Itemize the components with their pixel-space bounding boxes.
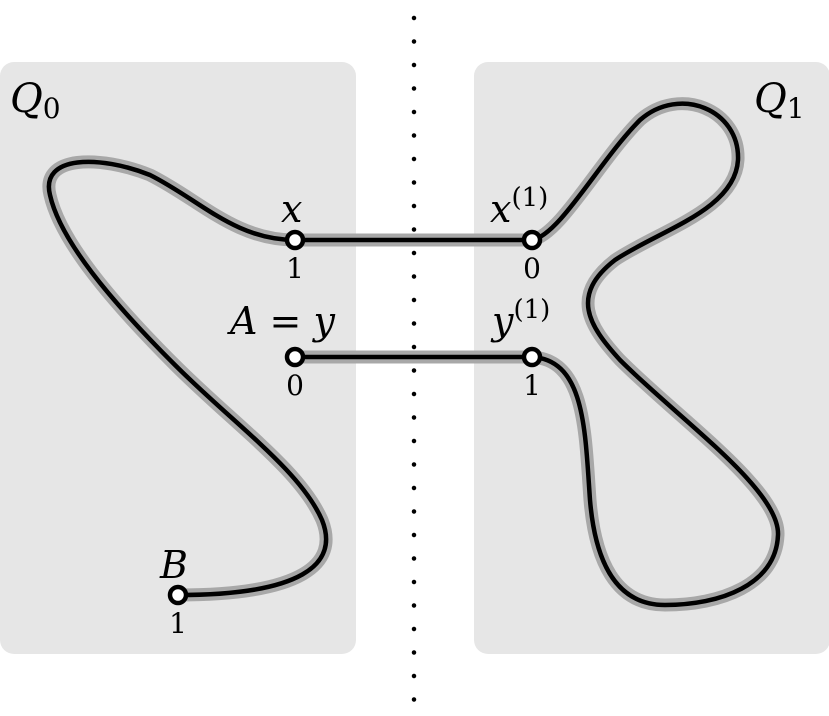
vertex-y — [284, 346, 306, 368]
label-x: x — [281, 187, 302, 231]
label-q0: Q0 — [10, 76, 61, 125]
value-x1: 0 — [523, 252, 541, 285]
label-y1: y(1) — [490, 295, 550, 343]
value-b: 1 — [169, 607, 187, 640]
value-y: 0 — [286, 369, 304, 402]
label-q1: Q1 — [754, 76, 805, 125]
value-y1: 1 — [523, 369, 541, 402]
label-x1: x(1) — [490, 183, 548, 231]
curve-q1-x1-to-y1 — [529, 101, 781, 608]
value-x: 1 — [286, 252, 304, 285]
label-b: B — [159, 543, 188, 587]
region-q0 — [0, 62, 356, 654]
label-a-equals-y: A = y — [227, 299, 335, 343]
curves — [46, 101, 781, 608]
vertex-x — [284, 229, 306, 251]
curve-q0-x-to-b — [46, 159, 329, 598]
vertex-x1 — [521, 229, 543, 251]
vertex-b — [167, 584, 189, 606]
vertex-y1 — [521, 346, 543, 368]
